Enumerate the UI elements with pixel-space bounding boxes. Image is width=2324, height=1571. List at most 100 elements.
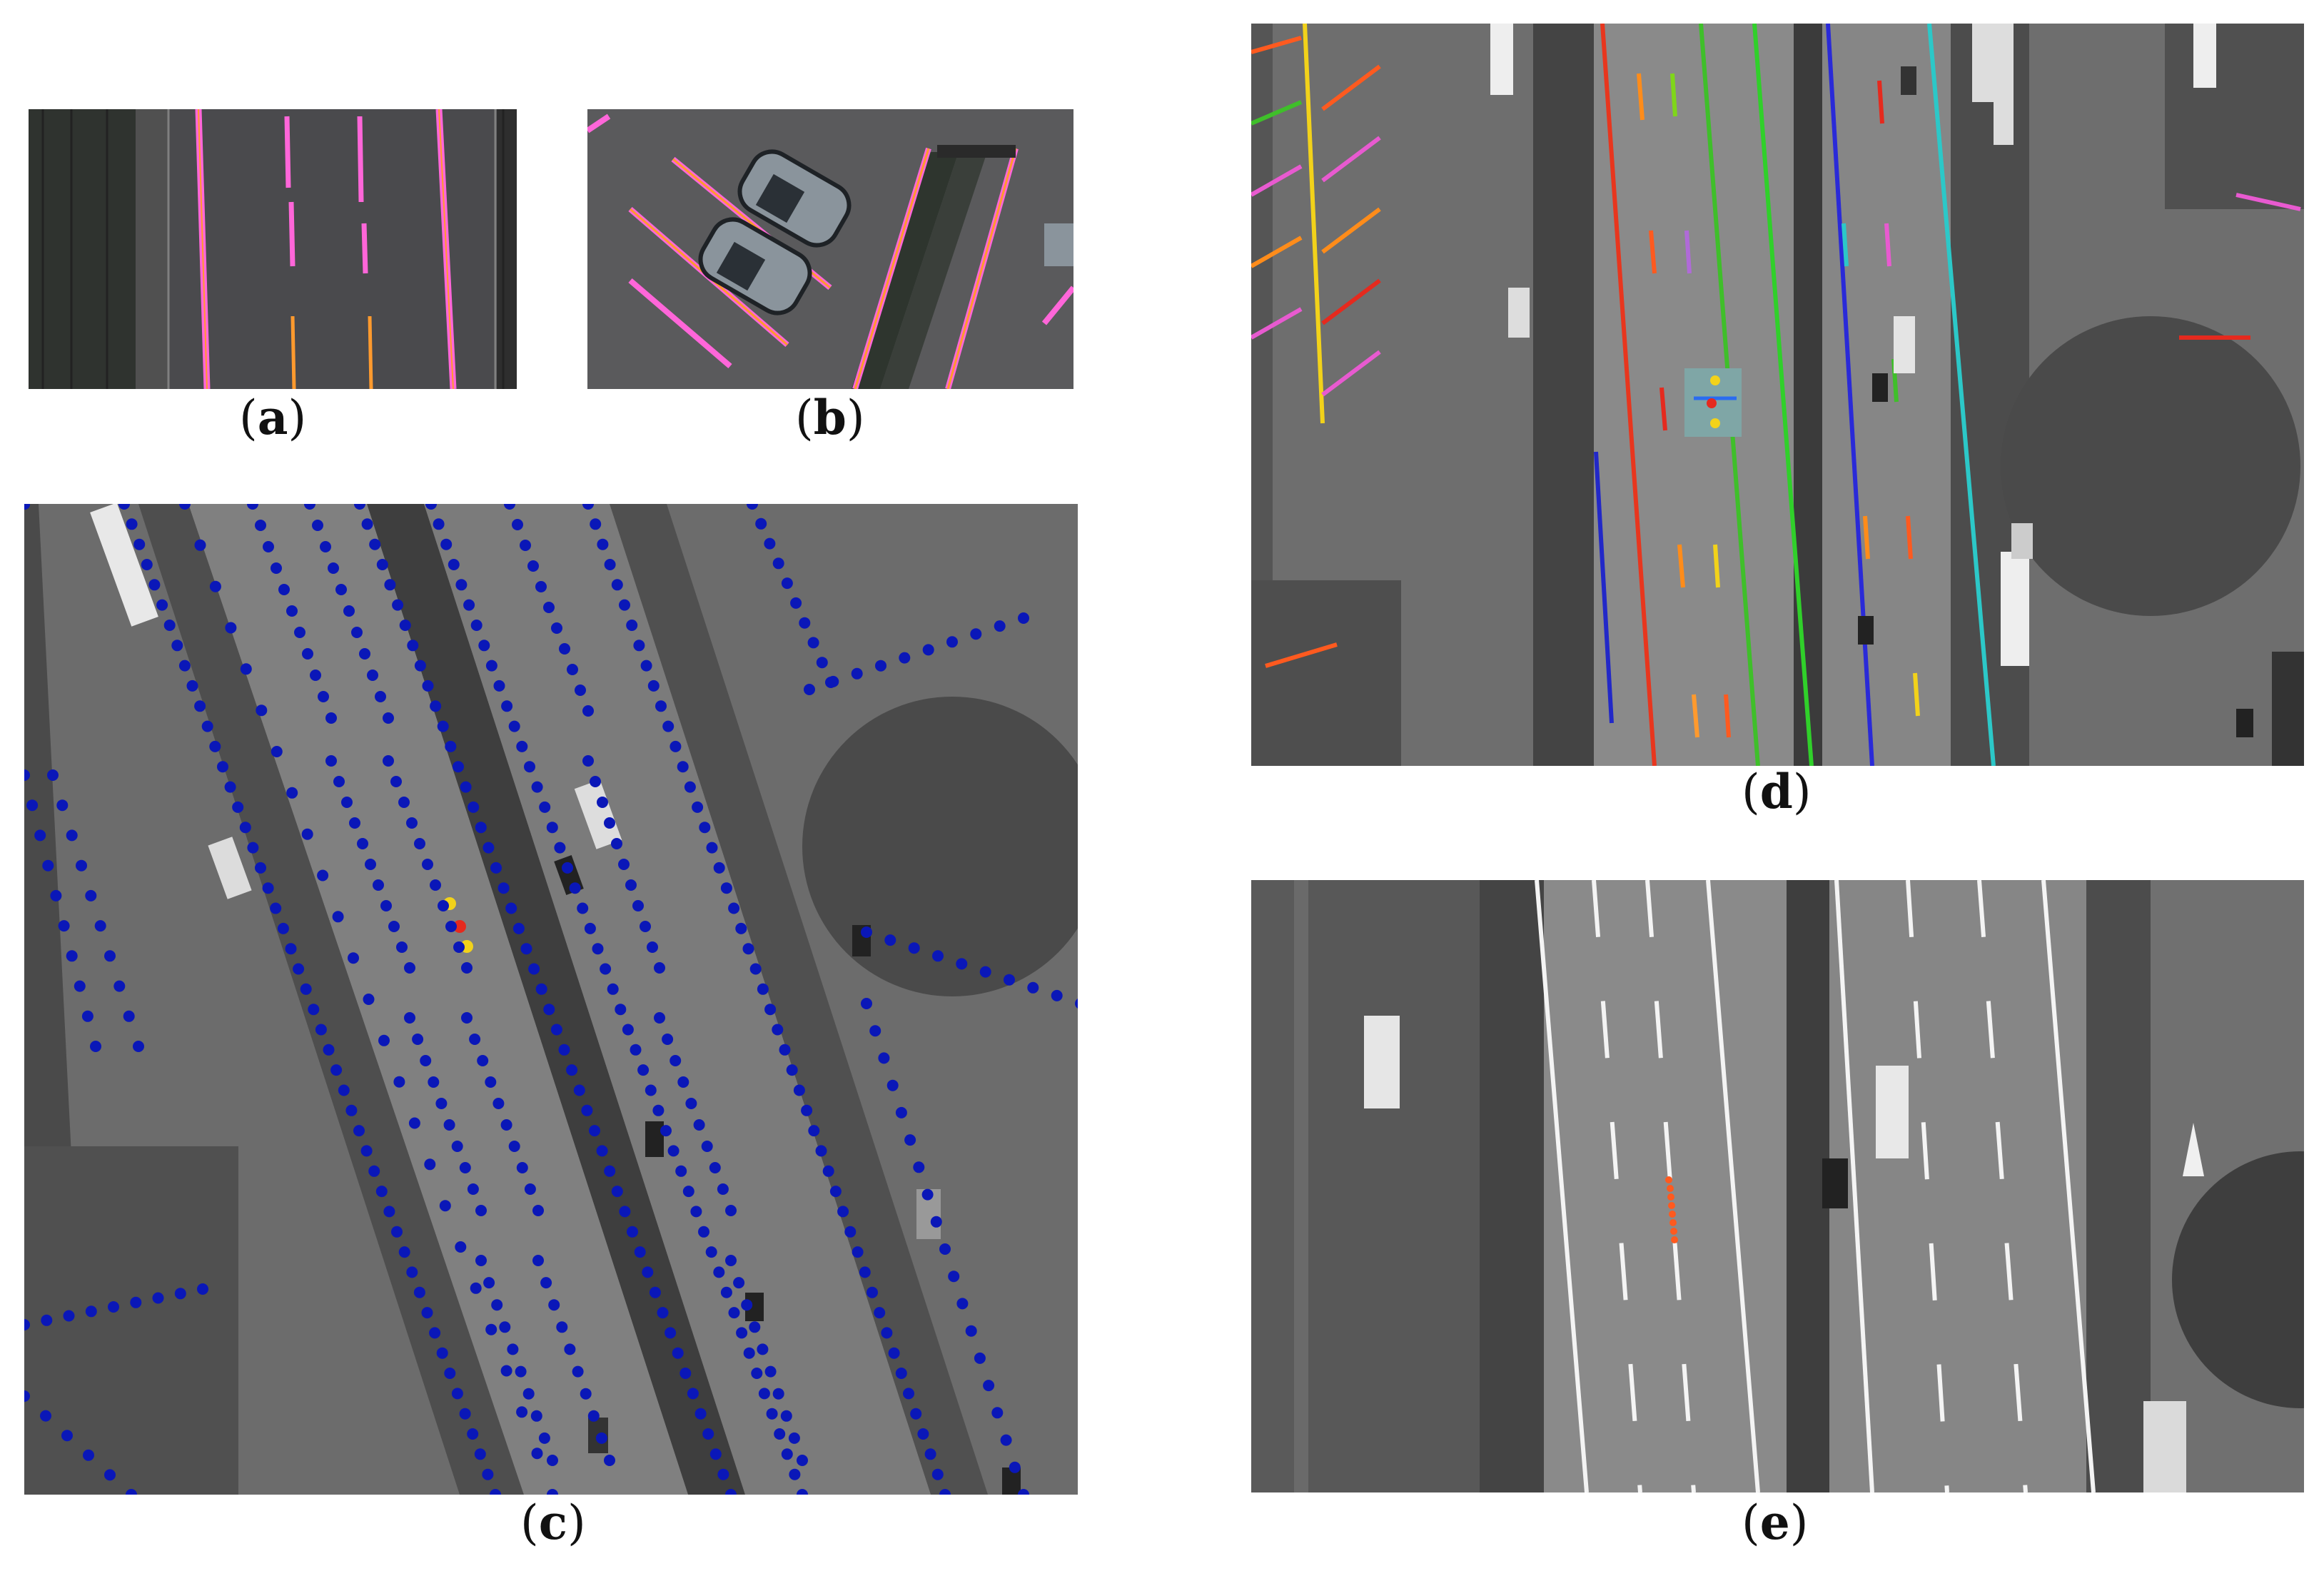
keypoint-dot [271,746,283,757]
keypoint-dot [63,1310,75,1322]
keypoint-dot [974,1352,986,1364]
keypoint-dot [550,1024,562,1036]
keypoint-dot [733,1277,745,1289]
keypoint-dot [757,983,769,995]
keypoint-dot [425,504,437,510]
keypoint-dot [412,1034,424,1045]
keypoint-dot [433,518,445,530]
keypoint-dot [701,1141,713,1152]
keypoint-dot [500,1119,512,1131]
keypoint-dot [922,644,934,656]
keypoint-dot [692,801,704,813]
keypoint-dot [404,1012,415,1024]
keypoint-dot [983,1380,995,1392]
keypoint-dot [461,1012,473,1024]
panel-b-label: (b) [795,390,865,445]
keypoint-dot [516,1162,528,1173]
keypoint-dot [26,799,39,812]
keypoint-dot [698,1226,709,1238]
keypoint-dot [604,559,616,570]
keypoint-dot [348,952,359,964]
keypoint-dot [654,1012,665,1024]
keypoint-dot [451,1388,463,1400]
keypoint-dot [94,920,106,932]
keypoint-dot [699,822,711,834]
keypoint-dot [133,538,146,550]
keypoint-dot [713,1266,725,1278]
keypoint-dot [548,1299,560,1311]
keypoint-dot [611,579,623,591]
keypoint-dot [483,1277,495,1289]
keypoint-dot [888,1347,900,1359]
keypoint-dot [772,1388,784,1400]
keypoint-dot [939,1243,951,1255]
keypoint-dot [461,962,473,974]
keypoint-dot [474,1448,486,1460]
keypoint-dot [607,983,619,995]
keypoint-dot [406,817,418,829]
keypoint-dot [1027,981,1039,994]
keypoint-dot [42,859,54,872]
keypoint-dot [255,520,266,531]
keypoint-dot [861,926,872,938]
keypoint-dot [271,562,282,574]
keypoint-dot [1018,612,1029,624]
keypoint-dot [247,504,258,510]
keypoint-dot [913,1161,925,1173]
keypoint-dot [293,963,305,975]
keypoint-dot [360,1145,373,1157]
keypoint-dot [780,1410,792,1422]
keypoint-dot [270,902,282,914]
keypoint-dot [383,712,394,724]
keypoint-dot [622,1024,634,1036]
keypoint-dot [499,1321,511,1333]
keypoint-dot [725,1255,737,1266]
keypoint-dot [341,797,353,808]
keypoint-dot [338,1084,350,1096]
keypoint-dot [428,1076,440,1088]
keypoint-dot [263,541,274,552]
keypoint-dot [665,1327,677,1339]
keypoint-dot [679,1368,692,1379]
keypoint-dot [76,859,87,872]
keypoint-dot [702,1428,714,1440]
keypoint-dot [104,950,116,962]
panel-e-label: (e) [1742,1495,1809,1550]
keypoint-dot [490,862,502,874]
keypoint-dot [543,1004,555,1016]
keypoint-dot [317,869,329,882]
keypoint-dot [684,781,696,793]
keypoint-dot [430,879,441,891]
keypoint-dot [463,599,475,611]
keypoint-dot [133,1041,144,1052]
keypoint-dot [58,920,70,932]
keypoint-dot [304,504,315,510]
keypoint-dot [861,998,872,1009]
keypoint-dot [424,1158,436,1171]
keypoint-dot [323,1044,335,1056]
keypoint-dot [693,1119,705,1131]
keypoint-dot [301,828,313,840]
keypoint-dot [728,902,740,914]
keypoint-dot [837,1206,849,1218]
keypoint-dot [687,1388,699,1400]
keypoint-dot [24,1390,30,1402]
keypoint-dot [470,620,483,631]
keypoint-dot [74,980,86,992]
keypoint-dot [61,1430,73,1442]
keypoint-dot [328,562,339,574]
keypoint-dot [361,518,373,530]
panel-c-label: (c) [520,1495,586,1550]
keypoint-dot [477,1055,489,1066]
keypoint-dot [582,504,594,510]
keypoint-dot [626,620,638,631]
keypoint-dot [632,900,644,911]
keypoint-dot [512,519,523,530]
keypoint-dot [515,1365,527,1378]
keypoint-dot [393,1076,405,1088]
keypoint-dot [126,518,138,530]
keypoint-dot [816,657,828,669]
keypoint-dot [24,1319,30,1330]
keypoint-dot [725,1205,737,1216]
keypoint-dot [815,1145,827,1157]
